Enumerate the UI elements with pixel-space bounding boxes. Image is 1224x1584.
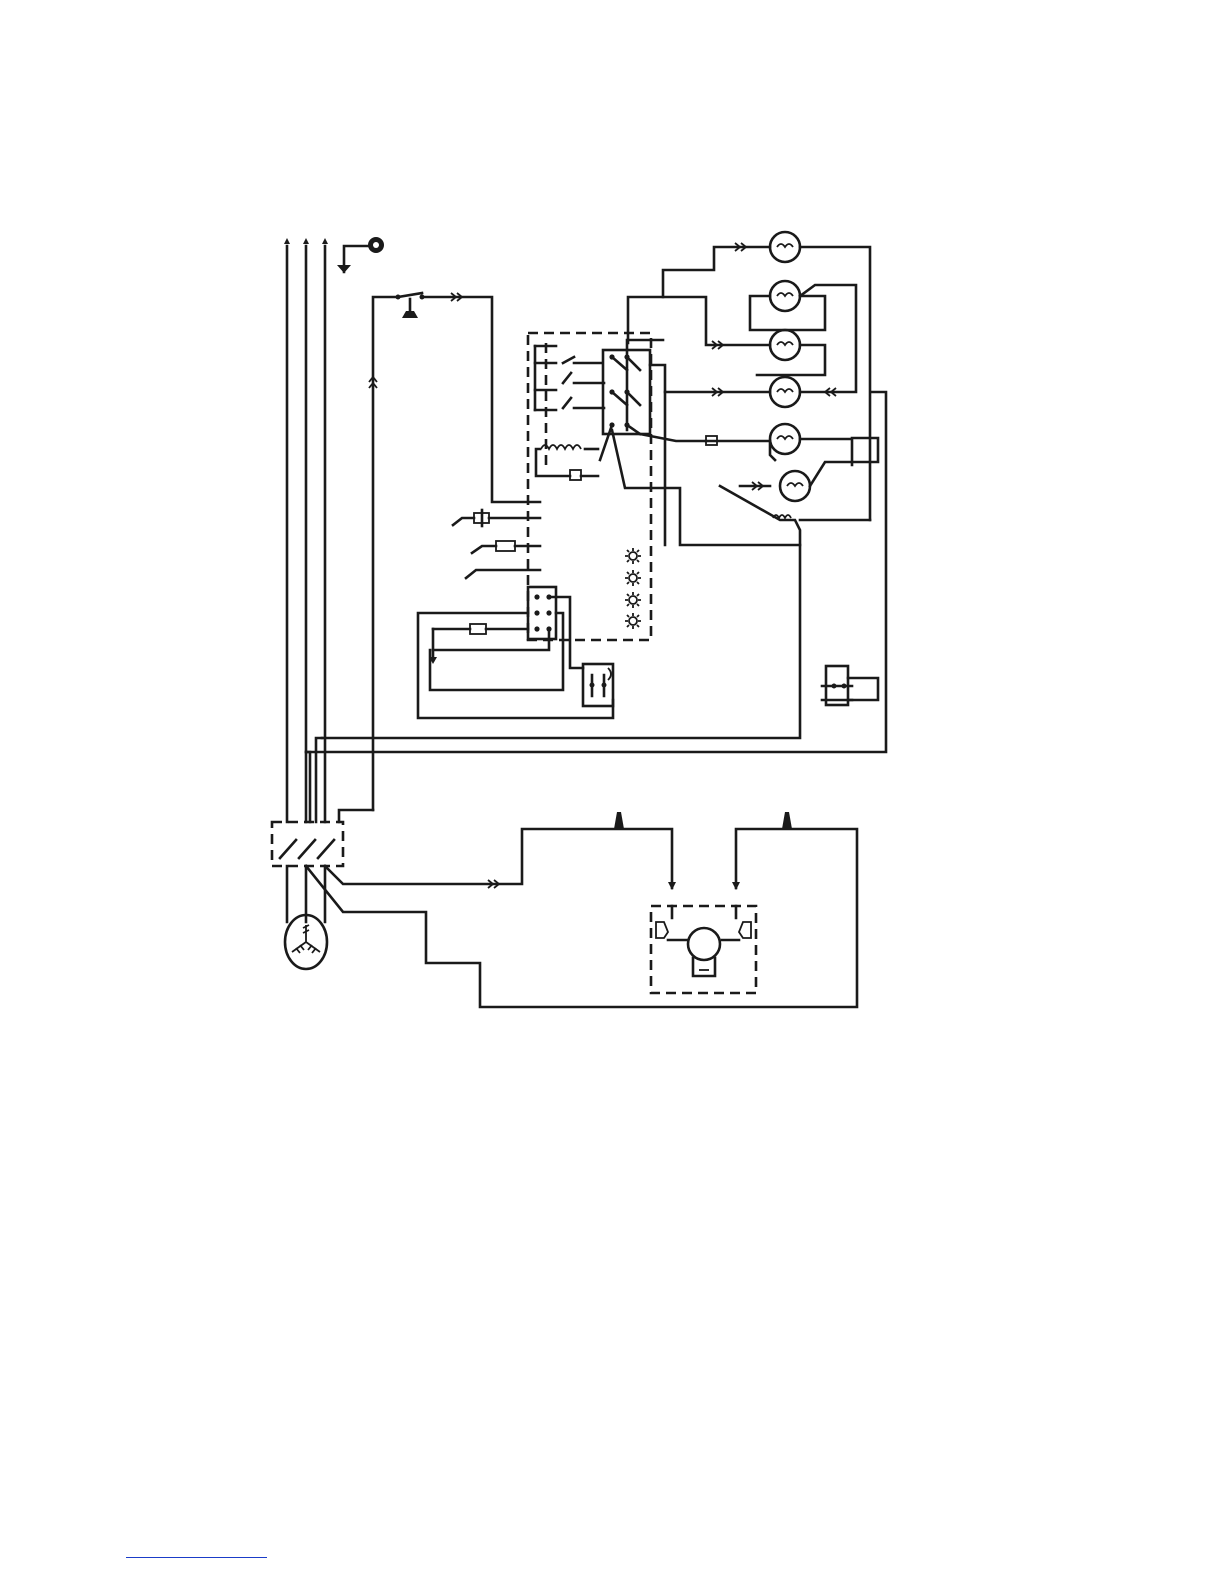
supply-lines — [284, 238, 328, 922]
footnote-rule — [126, 1557, 267, 1558]
contactor — [583, 664, 613, 706]
heating-elements — [306, 232, 886, 752]
motor-terminal-box — [272, 738, 343, 866]
thermostat-circuit — [306, 812, 857, 1007]
door-switch-circuit — [339, 293, 540, 822]
indicator-lamps — [625, 548, 641, 629]
ground-terminal — [337, 237, 384, 273]
auxiliary-relay — [822, 666, 878, 705]
